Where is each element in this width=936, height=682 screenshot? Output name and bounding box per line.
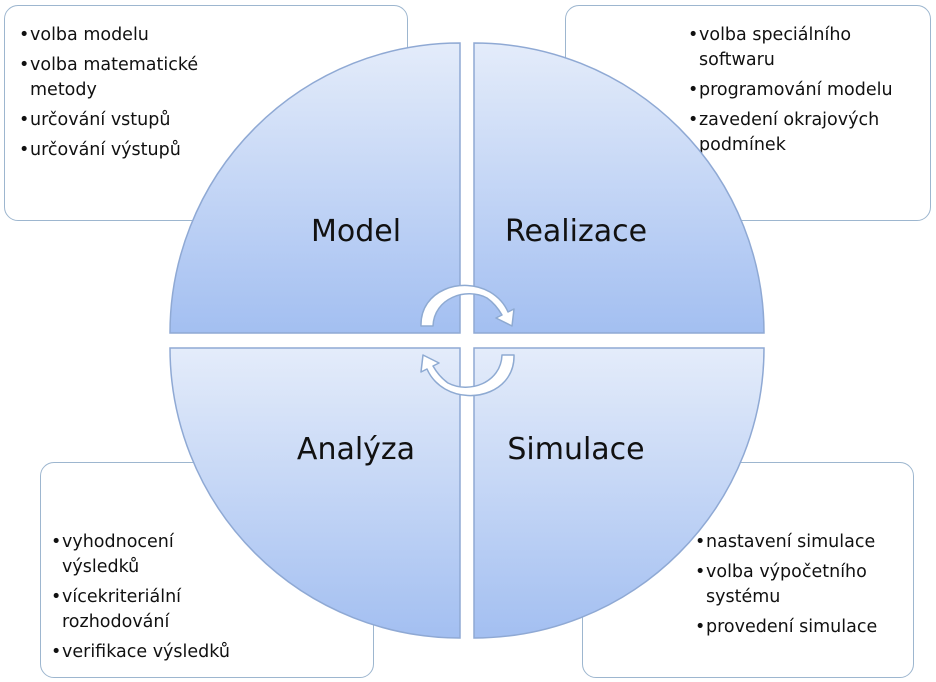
list-item: nastavení simulace (695, 530, 905, 555)
model-label: Model (310, 214, 402, 249)
list-item: verifikace výsledků (51, 640, 231, 665)
simulace-quadrant (473, 347, 765, 639)
analyza-items-list: vyhodnocení výsledků vícekriteriální roz… (51, 530, 231, 670)
list-item: provedení simulace (695, 615, 905, 640)
simulace-items-list: nastavení simulace volba výpočetního sys… (695, 530, 905, 645)
analyza-quadrant (169, 347, 461, 639)
list-item: vícekriteriální rozhodování (51, 585, 231, 635)
analyza-label: Analýza (296, 432, 416, 467)
list-item: vyhodnocení výsledků (51, 530, 231, 580)
model-items-list: volba modelu volba matematické metody ur… (19, 23, 249, 168)
model-quadrant (169, 42, 461, 334)
list-item: volba matematické metody (19, 53, 249, 103)
list-item: zavedení okrajových podmínek (688, 108, 920, 158)
counterclockwise-arrow-icon (420, 354, 515, 397)
list-item: volba modelu (19, 23, 249, 48)
list-item: určování vstupů (19, 108, 249, 133)
list-item: volba výpočetního systému (695, 560, 905, 610)
list-item: určování výstupů (19, 138, 249, 163)
clockwise-arrow-icon (420, 284, 515, 327)
list-item: volba speciálního softwaru (688, 23, 920, 73)
realizace-items-list: volba speciálního softwaru programování … (688, 23, 920, 163)
simulace-label: Simulace (507, 432, 645, 467)
list-item: programování modelu (688, 78, 920, 103)
realizace-quadrant (473, 42, 765, 334)
realizace-label: Realizace (504, 214, 648, 249)
